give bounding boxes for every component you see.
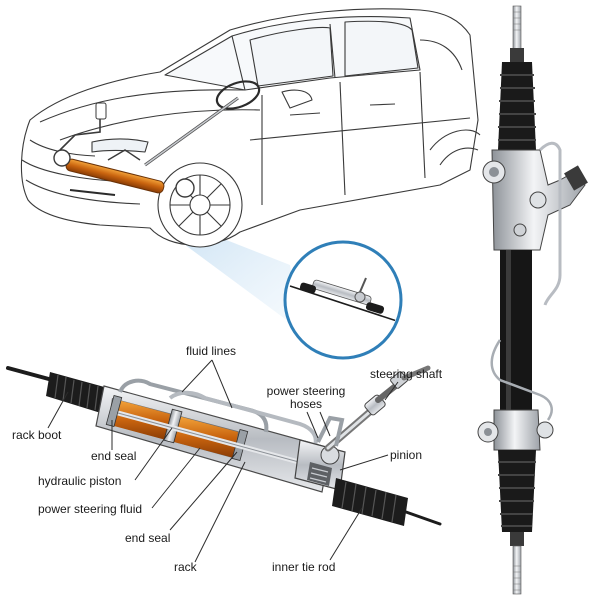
- zoom-callout: [283, 240, 403, 360]
- rack-boot-left: [46, 372, 108, 414]
- label-power-steering-hoses: power steering hoses: [266, 384, 346, 411]
- power-steering-hoses-shape: [316, 415, 345, 447]
- label-pinion: pinion: [390, 448, 423, 462]
- photo-fluid-line: [538, 141, 562, 306]
- label-end-seal-bottom: end seal: [125, 531, 171, 545]
- pinion-housing: [294, 439, 346, 491]
- leader-lines: [47, 359, 399, 563]
- label-inner-tie-rod: inner tie rod: [272, 560, 336, 574]
- label-end-seal-top: end seal: [91, 449, 137, 463]
- label-hydraulic-piston: hydraulic piston: [38, 474, 122, 488]
- label-steering-shaft: steering shaft: [370, 367, 443, 381]
- rack-boot-right: [332, 478, 408, 526]
- inner-tie-rod-shape: [404, 510, 442, 526]
- label-power-steering-fluid: power steering fluid: [38, 502, 143, 516]
- photo-boot-bottom: [498, 450, 536, 532]
- label-rack: rack: [174, 560, 197, 574]
- rack-assembly-photo: [477, 5, 588, 595]
- rack-cutaway: [6, 365, 442, 526]
- fluid-line-b: [168, 390, 318, 447]
- label-rack-boot: rack boot: [12, 428, 62, 442]
- car-steering-system: [53, 80, 261, 198]
- label-fluid-lines: fluid lines: [186, 344, 237, 358]
